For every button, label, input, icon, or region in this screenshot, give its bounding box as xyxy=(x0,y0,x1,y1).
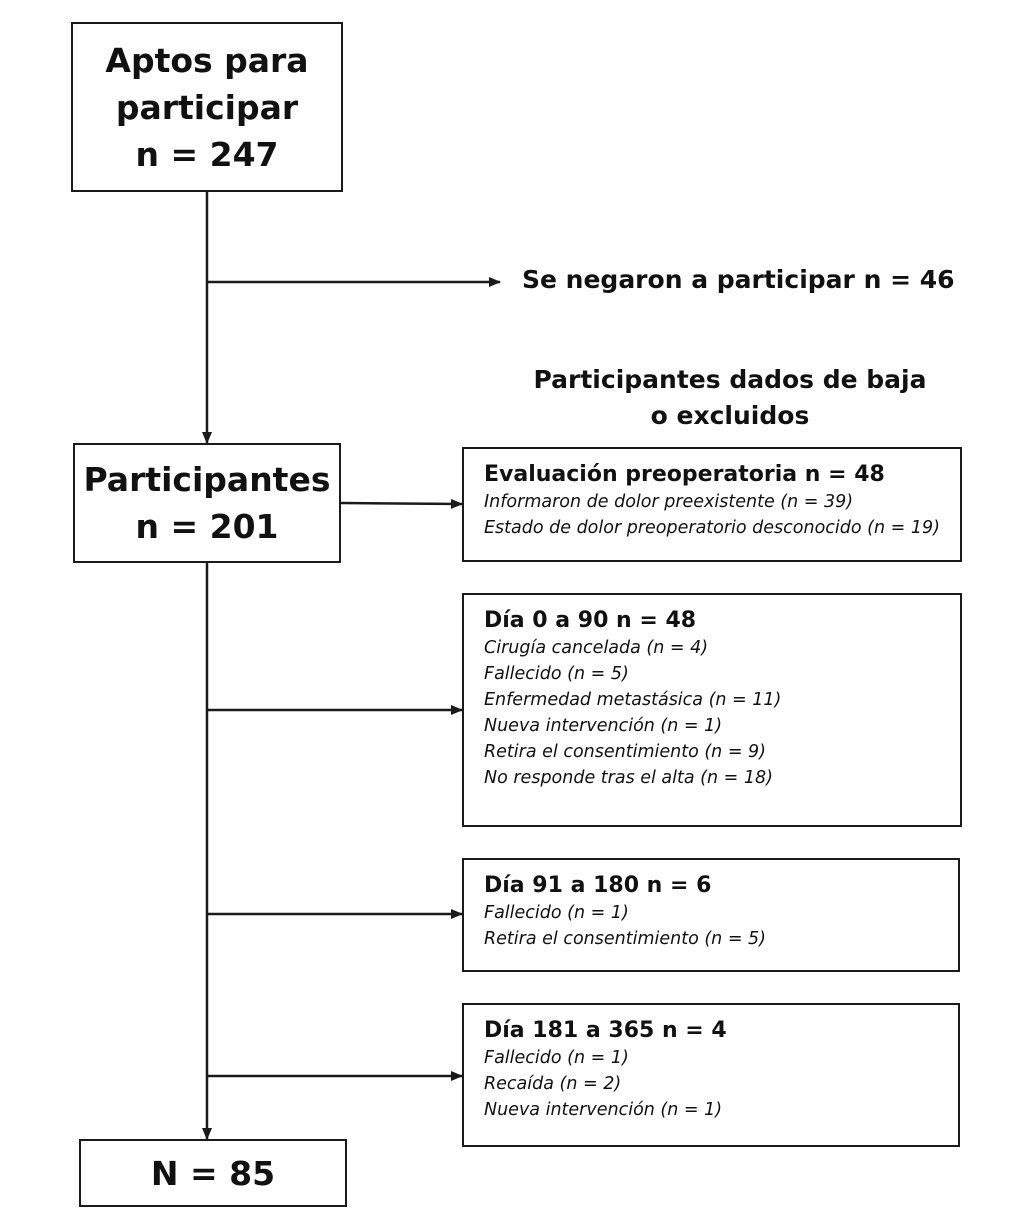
final-count: N = 85 xyxy=(150,1153,276,1193)
stage-heading: Día 181 a 365 n = 4 xyxy=(484,1018,727,1043)
eligible-line2: participar xyxy=(115,87,299,127)
stage-box-preop: Evaluación preoperatoria n = 48 Informar… xyxy=(462,447,962,562)
dropped-title-line2: o excluidos xyxy=(650,401,810,430)
preop-arrow xyxy=(340,498,463,509)
stage-heading: Día 91 a 180 n = 6 xyxy=(484,873,712,898)
final-box: N = 85 xyxy=(79,1139,347,1207)
stage-item: No responde tras el alta (n = 18) xyxy=(484,768,773,788)
stage-item: Fallecido (n = 1) xyxy=(484,1048,629,1068)
stage-item: Nueva intervención (n = 1) xyxy=(484,1100,723,1120)
refused-label: Se negaron a participar n = 46 xyxy=(522,265,955,294)
eligible-count: n = 247 xyxy=(135,134,279,174)
dropped-title-line1: Participantes dados de baja xyxy=(533,365,927,394)
stage-item: Fallecido (n = 1) xyxy=(484,903,629,923)
eligible-line1: Aptos para xyxy=(105,40,309,80)
stage-item: Cirugía cancelada (n = 4) xyxy=(484,638,709,658)
stage-heading: Día 0 a 90 n = 48 xyxy=(484,608,697,633)
stage-item: Retira el consentimiento (n = 5) xyxy=(484,929,767,949)
stage-box-day181-365: Día 181 a 365 n = 4 Fallecido (n = 1) Re… xyxy=(462,1003,960,1147)
stage-box-day0-90: Día 0 a 90 n = 48 Cirugía cancelada (n =… xyxy=(462,593,962,827)
stage-box-day91-180: Día 91 a 180 n = 6 Fallecido (n = 1) Ret… xyxy=(462,858,960,972)
stage-item: Informaron de dolor preexistente (n = 39… xyxy=(484,492,854,512)
eligible-box: Aptos para participar n = 247 xyxy=(71,22,343,192)
stage-item: Recaída (n = 2) xyxy=(484,1074,622,1094)
participants-line1: Participantes xyxy=(83,460,331,499)
stage-heading: Evaluación preoperatoria n = 48 xyxy=(484,462,885,487)
stage-item: Fallecido (n = 5) xyxy=(484,664,629,684)
participants-count: n = 201 xyxy=(135,507,279,546)
stage-item: Retira el consentimiento (n = 9) xyxy=(484,742,767,762)
stage-item: Enfermedad metastásica (n = 11) xyxy=(484,690,782,710)
stage-item: Estado de dolor preoperatorio desconocid… xyxy=(484,518,940,538)
participants-box: Participantes n = 201 xyxy=(73,443,341,563)
stage-item: Nueva intervención (n = 1) xyxy=(484,716,723,736)
dropped-title: Participantes dados de baja o excluidos xyxy=(470,362,990,434)
